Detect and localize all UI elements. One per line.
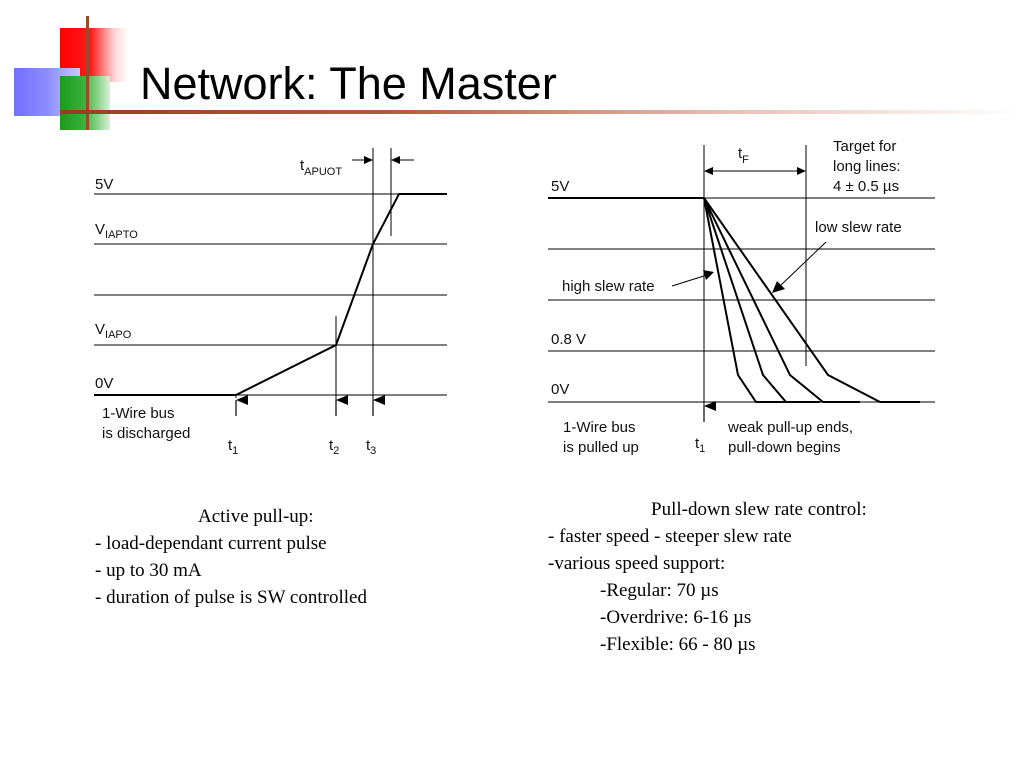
right-caption-heading: Pull-down slew rate control: — [651, 499, 867, 520]
left-t1-label: t1 — [228, 437, 238, 457]
left-label-viapo: VIAPO — [95, 321, 132, 341]
right-high-slew-arrow-line — [671, 274, 708, 287]
left-label-viapto: VIAPTO — [95, 221, 138, 241]
left-caption-item-3: - duration of pulse is SW controlled — [95, 587, 367, 608]
right-high-slew-arrowhead — [703, 270, 714, 280]
left-label-5v: 5V — [95, 176, 113, 193]
right-caption-subitem-2: -Overdrive: 6-16 µs — [600, 607, 752, 628]
left-label-0v: 0V — [95, 375, 113, 392]
left-tapuot-arrowhead-right — [391, 156, 400, 164]
right-label-08v: 0.8 V — [551, 331, 586, 348]
left-waveform-diagram: 5V VIAPTO VIAPO 0V tAPUOT 1-Wire bus is … — [94, 148, 447, 457]
right-waveform-diagram: 5V 0.8 V 0V tF Target for long lines: 4 … — [548, 138, 935, 456]
left-tapuot-arrowhead-left — [364, 156, 373, 164]
right-target-line3: 4 ± 0.5 µs — [833, 178, 899, 195]
left-caption-item-2: - up to 30 mA — [95, 560, 202, 581]
right-note-line1: 1-Wire bus — [563, 419, 636, 436]
right-label-0v: 0V — [551, 381, 569, 398]
right-target-line2: long lines: — [833, 158, 901, 175]
left-caption: Active pull-up: - load-dependant current… — [95, 503, 367, 611]
right-caption-subitem-3: -Flexible: 66 - 80 µs — [600, 634, 756, 655]
right-note-line2: is pulled up — [563, 439, 639, 456]
right-high-slew-label: high slew rate — [562, 278, 655, 295]
right-low-slew-bg — [812, 215, 918, 237]
left-note-line2: is discharged — [102, 425, 190, 442]
left-caption-item-1: - load-dependant current pulse — [95, 533, 327, 554]
right-low-slew-label: low slew rate — [815, 219, 902, 236]
left-tapuot-label: tAPUOT — [300, 157, 342, 178]
right-high-slew-bg — [558, 274, 670, 296]
left-t2-label: t2 — [329, 437, 339, 457]
slide-title: Network: The Master — [140, 58, 557, 109]
left-waveform-trace — [94, 193, 447, 396]
right-fall-curve-1 — [703, 197, 788, 403]
right-fall-curve-3 — [703, 197, 860, 403]
right-caption: Pull-down slew rate control: - faster sp… — [548, 496, 867, 658]
title-underline — [60, 110, 1020, 114]
logo-green-square — [60, 76, 110, 130]
right-fall-curve-4 — [703, 197, 920, 403]
right-t1-label: t1 — [695, 435, 705, 455]
right-end-line2: pull-down begins — [728, 439, 841, 456]
right-fall-curve-2 — [703, 197, 820, 403]
left-t3-label: t3 — [366, 437, 376, 457]
right-low-slew-arrow-line — [779, 241, 827, 287]
left-note-line1: 1-Wire bus — [102, 405, 175, 422]
right-caption-subitem-1: -Regular: 70 µs — [600, 580, 719, 601]
logo-vertical-line — [86, 16, 89, 130]
left-caption-heading: Active pull-up: — [198, 506, 314, 527]
right-caption-item-2: -various speed support: — [548, 553, 726, 574]
right-label-5v: 5V — [551, 178, 569, 195]
right-target-line1: Target for — [833, 138, 896, 155]
right-low-slew-arrowhead — [772, 281, 785, 293]
right-end-line1: weak pull-up ends, — [727, 419, 853, 436]
right-tf-label: tF — [738, 145, 749, 166]
right-tf-arrowhead-left — [704, 167, 713, 175]
right-tf-arrowhead-right — [797, 167, 806, 175]
right-caption-item-1: - faster speed - steeper slew rate — [548, 526, 792, 547]
